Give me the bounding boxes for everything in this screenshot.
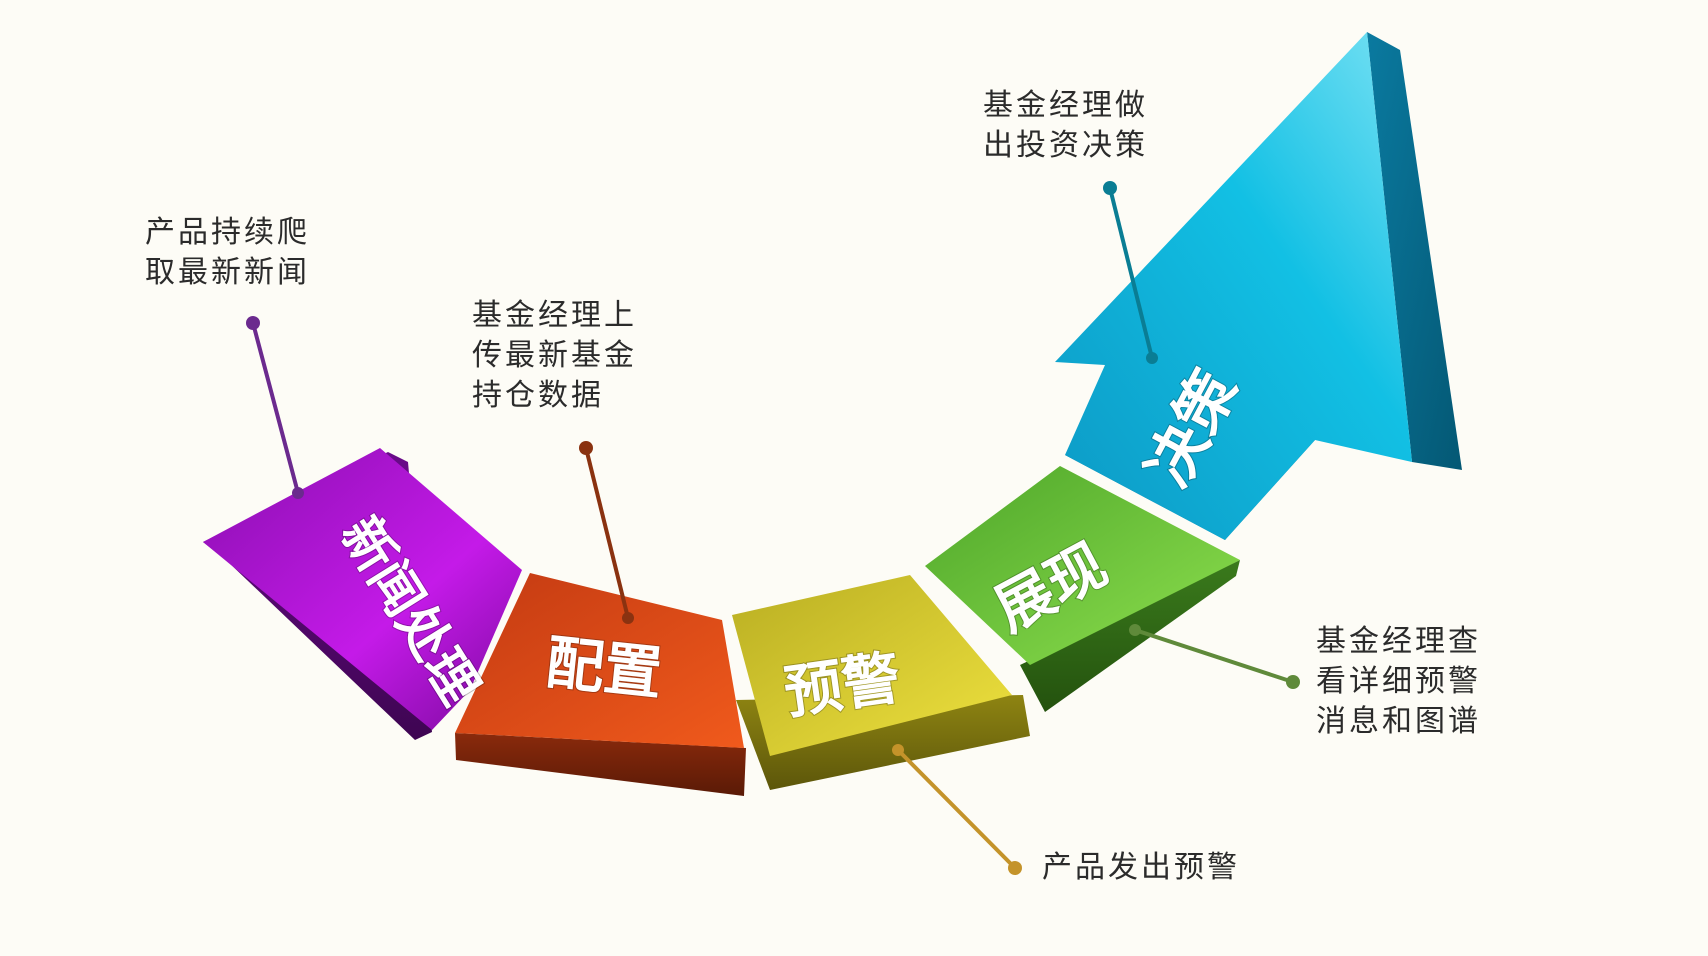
segment-decision: [1055, 32, 1462, 540]
annotation-decision: 基金经理做 出投资决策: [983, 88, 1148, 163]
segment-display: [925, 466, 1240, 712]
segment-alert-face: [732, 575, 1012, 756]
leader-config: [579, 441, 634, 624]
leader-news: [246, 316, 304, 499]
leader-alert: [892, 744, 1022, 875]
segment-config: [455, 573, 746, 796]
segment-display-side: [1020, 560, 1240, 712]
segment-news: [203, 448, 522, 740]
leader-decision: [1103, 181, 1158, 364]
segment-decision-face: [1055, 32, 1412, 540]
annotation-news: 产品持续爬 取最新新闻: [145, 215, 310, 290]
stage-label-alert: 预警: [780, 643, 904, 726]
annotation-display: 基金经理查 看详细预警 消息和图谱: [1316, 624, 1481, 739]
annotation-config: 基金经理上 传最新基金 持仓数据: [472, 298, 637, 413]
segment-config-face: [455, 573, 744, 748]
leader-display: [1129, 624, 1300, 689]
segment-decision-side: [1367, 32, 1462, 470]
segment-alert: [732, 575, 1030, 790]
segment-config-side: [455, 733, 746, 796]
annotation-alert: 产品发出预警: [1042, 850, 1240, 885]
stage-label-config: 配置: [543, 628, 665, 708]
segment-display-face: [925, 466, 1240, 665]
segment-news-face: [203, 448, 522, 730]
